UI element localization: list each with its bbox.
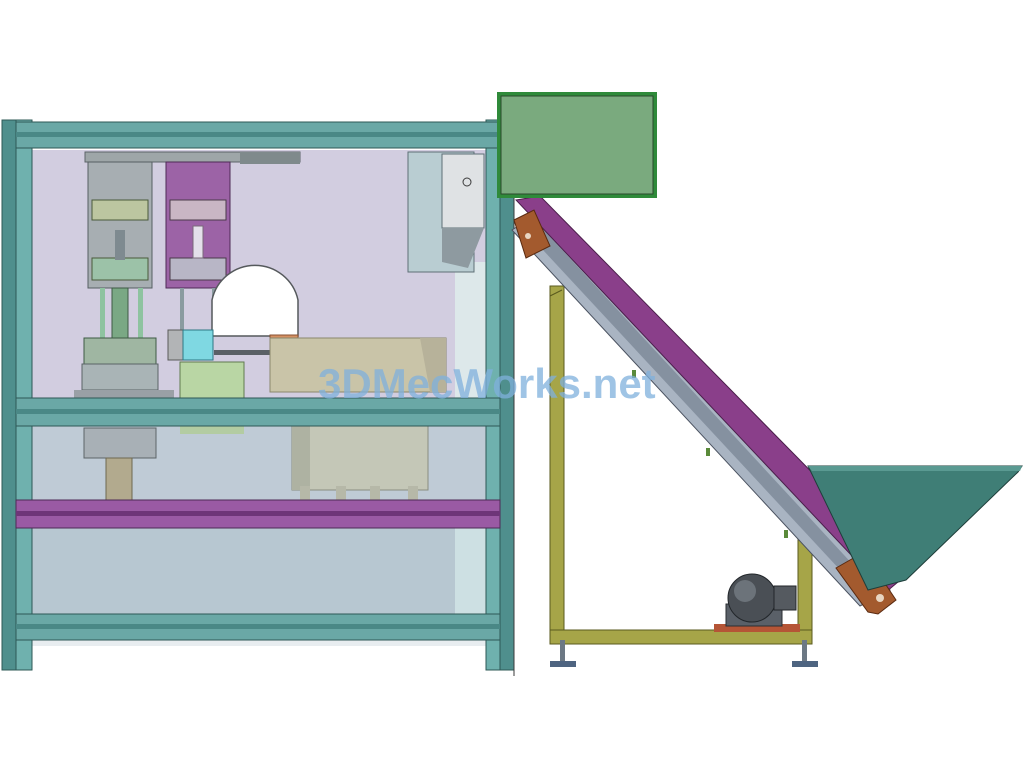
inclined-conveyor	[511, 195, 911, 615]
sensor-target-icon	[462, 177, 472, 187]
left-post-inner	[15, 119, 33, 671]
foot-right-rod	[802, 640, 807, 662]
round-tank	[291, 417, 429, 491]
gray-column-base	[81, 363, 159, 391]
motor-housing-highlight	[734, 580, 756, 602]
lower-panel-right-glass	[455, 528, 488, 614]
top-bracket-bolt	[525, 233, 531, 239]
foot-right-pad	[792, 661, 818, 667]
discharge-box-face	[500, 95, 654, 195]
purple-beam-groove	[16, 511, 500, 516]
rail-tab-1	[632, 370, 636, 378]
motor-base-plate	[714, 624, 800, 632]
rail-tab-2	[706, 448, 710, 456]
gray-column-clamp	[83, 337, 157, 365]
foot-left-rod	[560, 640, 565, 662]
purple-cylinder-rod	[192, 225, 204, 259]
arch-gate	[211, 264, 299, 337]
watermark-text: 3DMecWorks.net	[318, 360, 656, 407]
round-tank-shading	[292, 418, 310, 490]
tank-foot-3	[370, 486, 380, 500]
spindle-body	[105, 457, 133, 501]
tank-foot-1	[300, 486, 310, 500]
aluminium-frame	[1, 119, 515, 676]
green-support-block	[179, 361, 245, 401]
top-beam-groove	[16, 132, 500, 137]
purple-cylinder-head	[169, 199, 227, 221]
left-post-outer	[1, 119, 17, 671]
feed-plate	[214, 350, 274, 355]
upper-panel-right-glass	[455, 262, 488, 402]
bottom-bracket-bolt	[876, 594, 884, 602]
gray-cylinder-head	[91, 199, 149, 221]
conveyor-stand	[549, 285, 818, 667]
tank-foot-2	[336, 486, 346, 500]
machine-bed-plate	[74, 390, 174, 398]
lower-beam-groove	[16, 624, 500, 629]
gray-cylinder-rod	[115, 230, 125, 260]
hoppers	[497, 92, 1023, 591]
khaki-platform-shade	[420, 338, 446, 392]
tank-foot-4	[408, 486, 418, 500]
purple-column-post-left	[180, 288, 184, 336]
lower-panel	[30, 528, 488, 614]
top-bracket	[513, 209, 551, 259]
gray-cylinder-foot	[91, 257, 149, 281]
stand-base-beam	[549, 629, 813, 645]
chute-lower-slope	[442, 228, 484, 268]
spindle-coupling	[83, 427, 157, 459]
stand-diagonal	[549, 289, 563, 297]
purple-cylinder-foot	[169, 257, 227, 281]
feed-hopper-rim	[808, 466, 1022, 471]
gray-column-shaft	[111, 287, 129, 341]
motor-shaft-housing	[773, 585, 797, 611]
rail-tab-3	[784, 530, 788, 538]
top-mount-block	[240, 152, 300, 164]
inner-machinery	[74, 151, 485, 501]
conveyor-rail-groove	[530, 228, 880, 600]
stand-left-leg	[549, 285, 565, 635]
gray-column-post-left	[100, 288, 105, 348]
upper-mid-beam-groove	[16, 409, 500, 414]
foot-left-pad	[550, 661, 576, 667]
bottom-strip-panel	[30, 638, 488, 646]
gray-column-post-right	[138, 288, 143, 348]
chute-face	[441, 153, 485, 229]
cyan-guide-block	[182, 329, 214, 361]
